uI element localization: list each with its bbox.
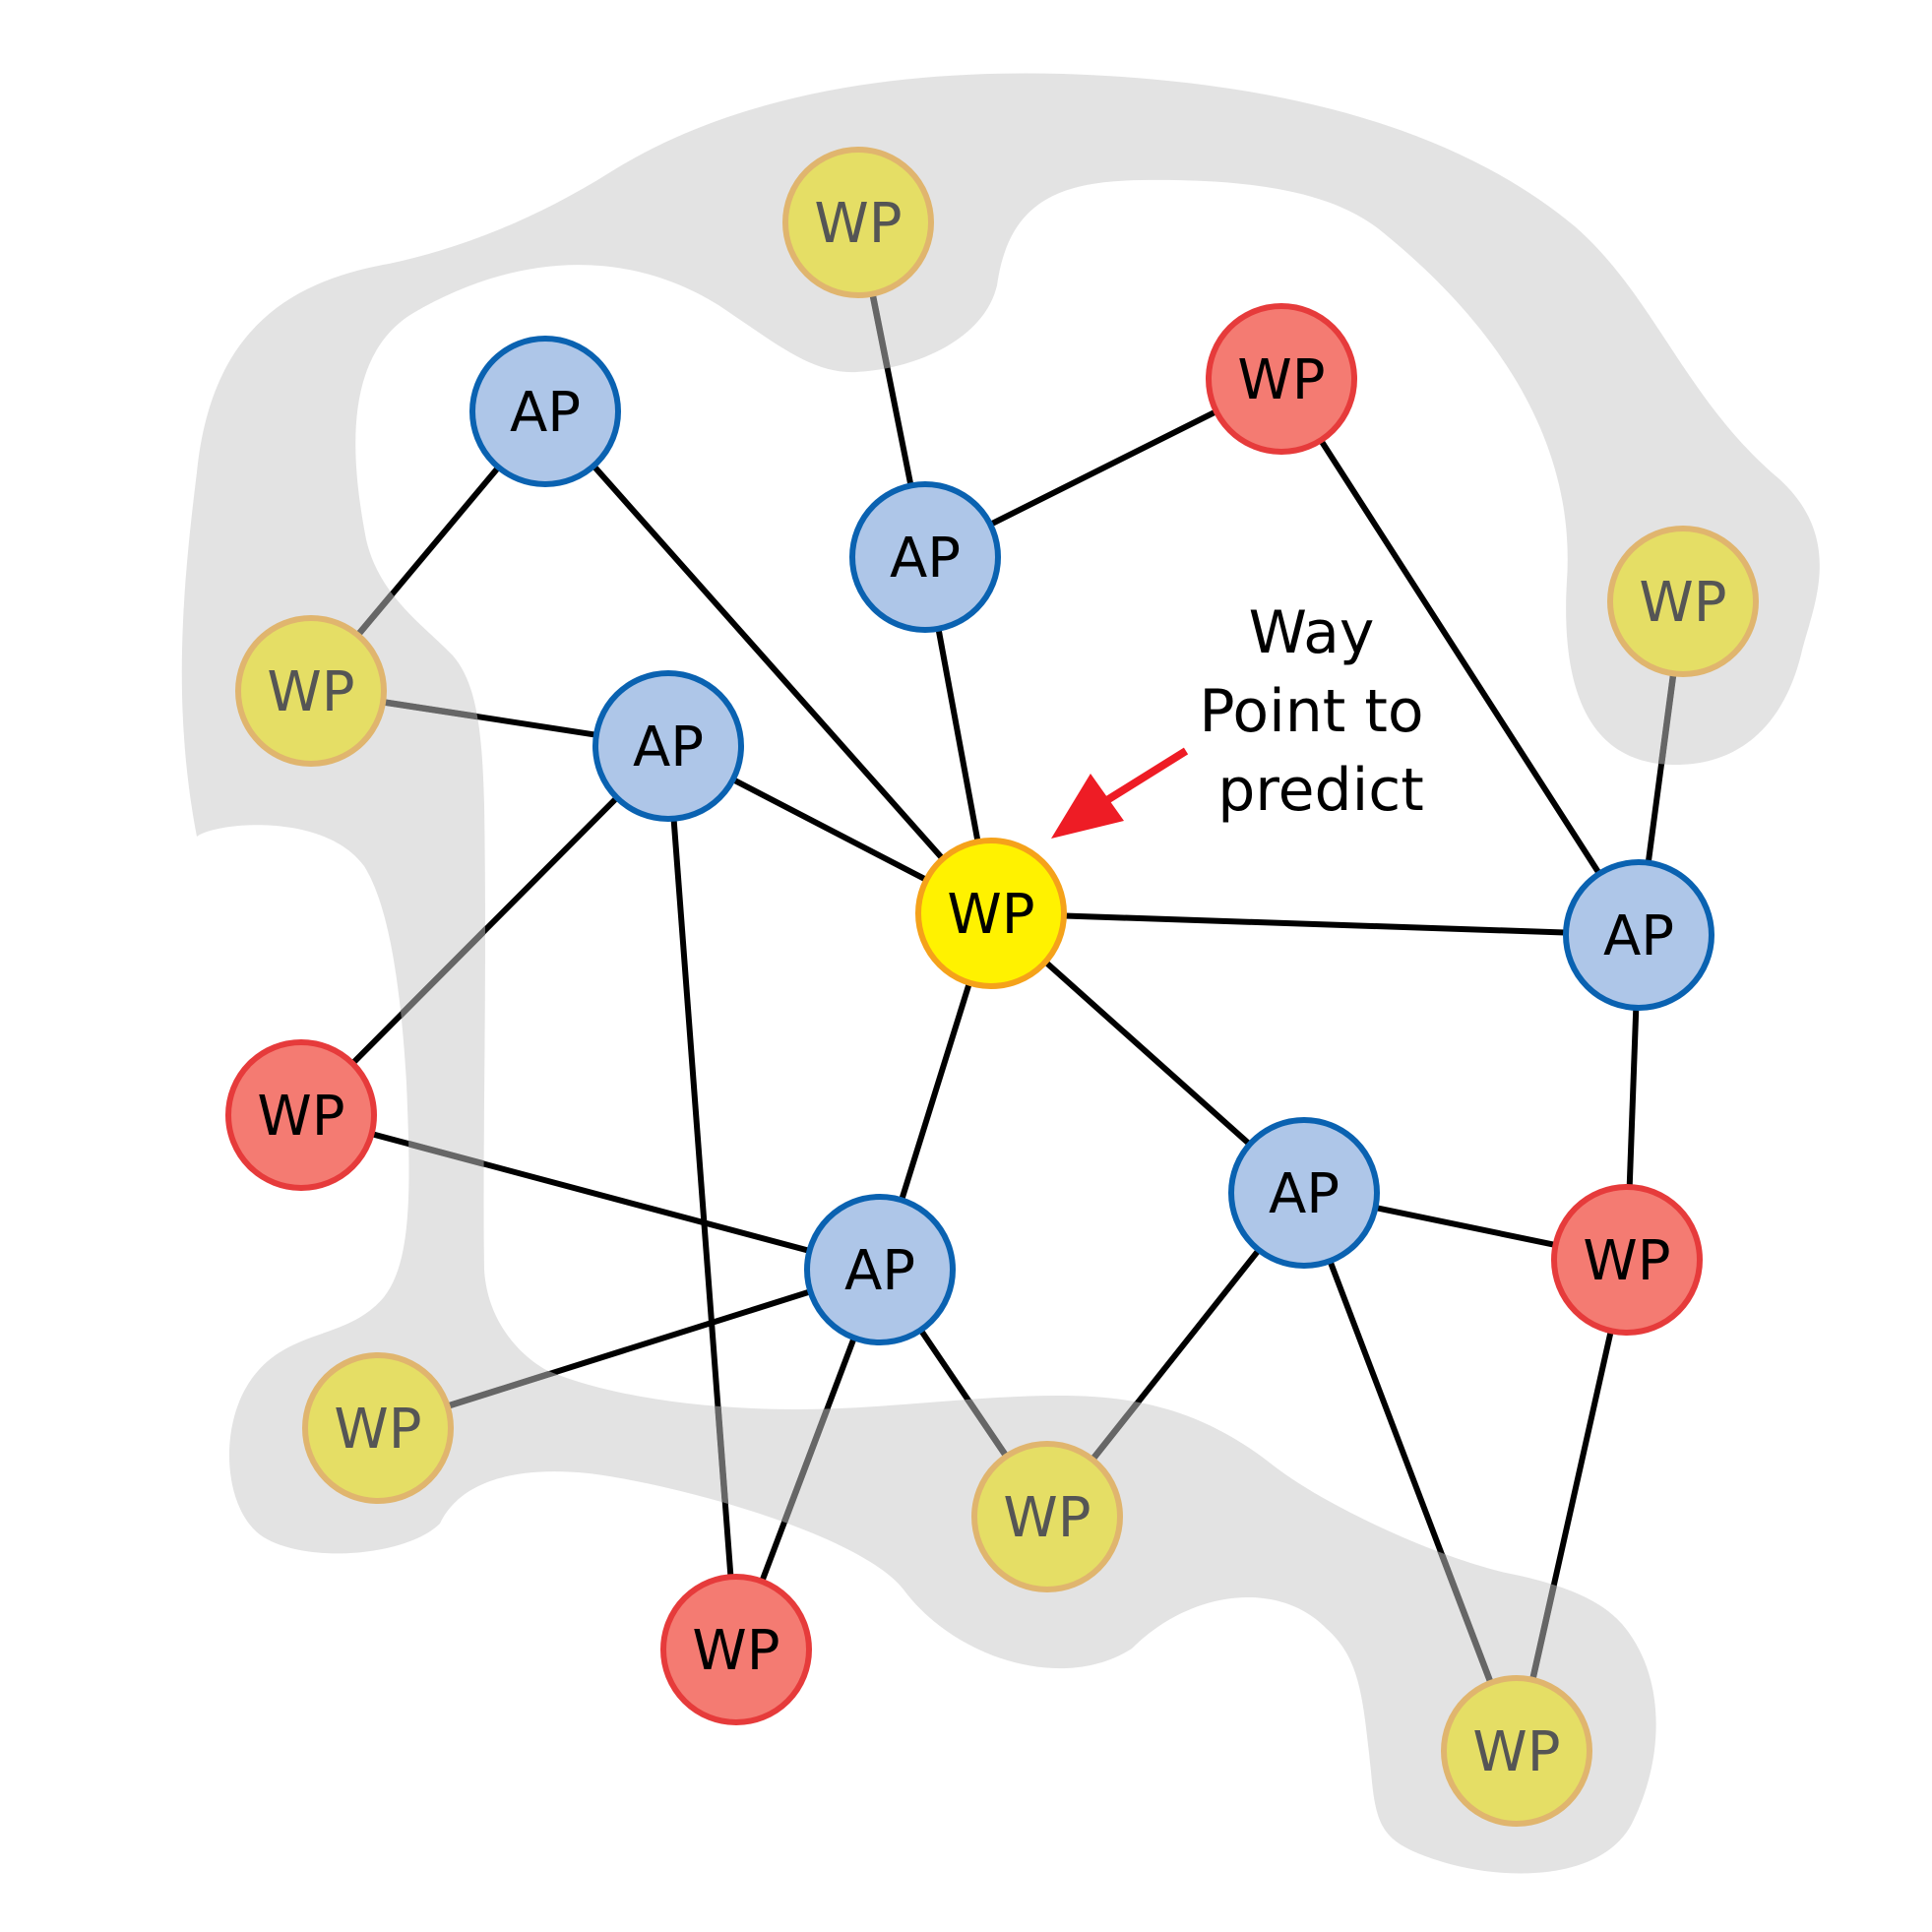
node-ap-ap2: AP [849,481,1001,633]
node-label: WP [814,192,902,256]
annotation-line-1: Way [1249,598,1375,667]
prediction-arrow [1051,747,1189,839]
node-circle [1206,303,1357,455]
node-circle [469,336,621,487]
node-label: WP [1003,1486,1091,1550]
node-label: AP [890,527,961,591]
edge-ap4-wp_target [990,910,1640,938]
node-wp-red-wp_red_left: WP [225,1039,377,1191]
node-circle [225,1039,377,1191]
node-wp-yellow-wp_y_bl: WP [302,1352,454,1504]
node-label: AP [633,716,704,779]
node-ap-ap3: AP [592,670,744,822]
node-wp-red-wp_red_right: WP [1551,1184,1703,1336]
node-circle [1563,859,1714,1011]
known-waypoints-region [181,73,1820,1874]
node-circle [235,615,387,767]
node-label: WP [692,1619,779,1683]
node-wp-red-wp_red_top: WP [1206,303,1357,455]
node-wp-yellow-wp_y_right: WP [1607,526,1759,677]
node-label: WP [1472,1720,1560,1784]
node-circle [849,481,1001,633]
node-label: WP [257,1085,344,1149]
node-label: AP [510,381,581,445]
node-circle [804,1194,956,1345]
arrow-shaft [1099,747,1189,807]
node-wp-red-wp_red_bottom: WP [660,1574,812,1725]
node-label: AP [844,1239,915,1303]
node-circle [782,147,934,298]
node-circle [592,670,744,822]
annotation-line-2: Point to [1199,677,1423,746]
node-wp-yellow-wp_y_left: WP [235,615,387,767]
node-ap-ap5: AP [1228,1117,1380,1269]
prediction-annotation: Way Point to predict [1199,598,1442,825]
annotation-line-3: predict [1217,756,1424,825]
edge-ap4-wp_red_top [1278,377,1642,937]
node-label: WP [947,883,1034,947]
arrow-head [1051,774,1124,839]
node-wp-yellow-wp_y_br: WP [1441,1675,1592,1827]
node-label: WP [1583,1229,1670,1293]
node-ap-ap1: AP [469,336,621,487]
node-circle [302,1352,454,1504]
node-ap-ap6: AP [804,1194,956,1345]
node-wp-target-wp_target: WP [915,838,1067,989]
node-circle [971,1441,1123,1592]
node-label: WP [267,660,354,724]
edge-ap3-wp_red_bottom [665,745,739,1651]
node-wp-yellow-wp_y_bc: WP [971,1441,1123,1592]
node-circle [660,1574,812,1725]
node-circle [1551,1184,1703,1336]
node-circle [1228,1117,1380,1269]
node-circle [915,838,1067,989]
node-label: WP [334,1398,421,1462]
nodes: WP AP AP AP AP AP AP WP WP WP WP WP WP WP WP WP WP [225,147,1759,1827]
node-label: AP [1269,1162,1340,1226]
edge-ap6-wp_red_left [300,1112,881,1273]
node-label: WP [1237,348,1325,412]
node-label: WP [1639,571,1726,635]
node-wp-yellow-wp_y_top: WP [782,147,934,298]
edge-ap1-wp_target [542,409,994,915]
node-circle [1441,1675,1592,1827]
node-label: AP [1603,904,1674,968]
node-ap-ap4: AP [1563,859,1714,1011]
node-circle [1607,526,1759,677]
